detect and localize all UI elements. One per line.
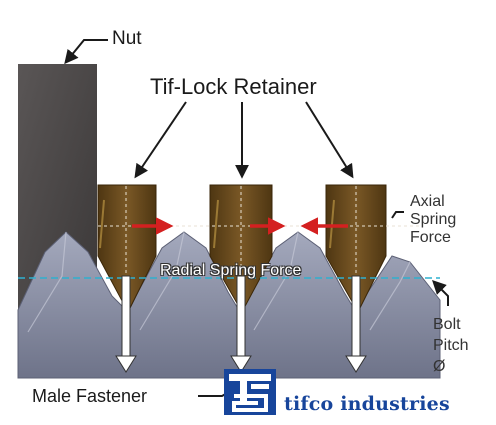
- center-lines: [98, 186, 420, 300]
- bolt-line-3: Ø: [433, 358, 446, 375]
- retainer-highlights: [99, 199, 335, 249]
- bolt-line-1: Bolt: [433, 316, 461, 333]
- tifco-logo-mark: [224, 369, 276, 415]
- radial-force-arrows: [115, 275, 367, 373]
- nut-label: Nut: [112, 28, 142, 49]
- axial-line-1: Axial: [410, 193, 445, 210]
- retainer-coil-1: [97, 184, 157, 314]
- retainer-label: Tif-Lock Retainer: [150, 74, 317, 99]
- bolt-pitch-label: Bolt Pitch Ø: [433, 314, 469, 377]
- company-name: tifco industries: [284, 393, 450, 415]
- male-fastener-label: Male Fastener: [32, 386, 148, 406]
- axial-line-2: Spring: [410, 211, 457, 228]
- radial-spring-force-label: Radial Spring Force: [160, 262, 302, 279]
- bolt-line-2: Pitch: [433, 337, 469, 354]
- axial-spring-force-label: Axial Spring Force: [410, 193, 456, 247]
- thread-shading: [27, 231, 411, 333]
- axial-line-3: Force: [410, 229, 451, 246]
